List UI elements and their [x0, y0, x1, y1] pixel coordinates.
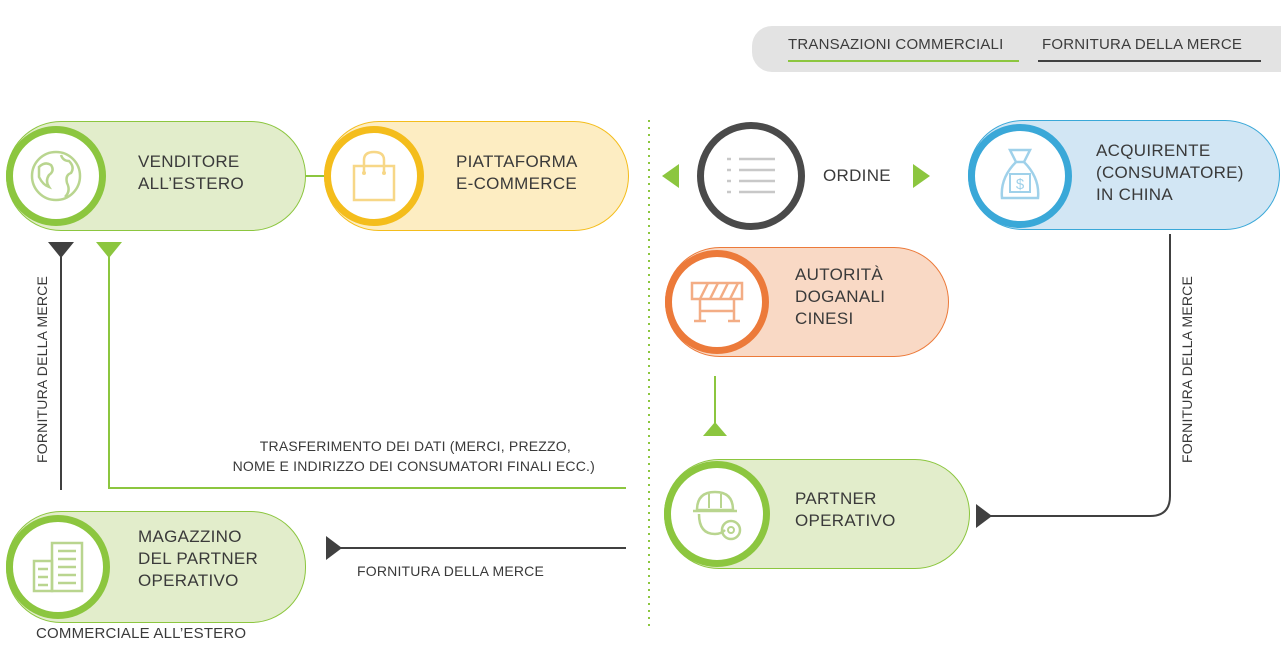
svg-text:$: $ [1016, 176, 1025, 193]
customs-line1: AUTORITÀ [795, 265, 884, 284]
warehouse-line2: DEL PARTNER [138, 549, 259, 568]
platform-line2: E-COMMERCE [456, 174, 578, 193]
buyer-label: ACQUIRENTE (CONSUMATORE) IN CHINA [1096, 140, 1244, 206]
data-transfer-arrowhead [96, 242, 122, 258]
customs-circle [665, 250, 769, 354]
worker-helmet-icon [693, 490, 742, 541]
customs-partner-arrowhead [703, 422, 727, 436]
building-icon [32, 541, 84, 593]
warehouse-circle [6, 515, 110, 619]
partner-line2: OPERATIVO [795, 511, 896, 530]
buyer-line3: IN CHINA [1096, 185, 1174, 204]
seller-line1: VENDITORE [138, 152, 240, 171]
legend-commercial-transactions: TRANSAZIONI COMMERCIALI [788, 36, 1004, 53]
data-transfer-line [108, 252, 626, 489]
right-supply-line [986, 234, 1171, 517]
platform-line1: PIATTAFORMA [456, 152, 578, 171]
buyer-line1: ACQUIRENTE [1096, 141, 1211, 160]
data-transfer-line2: NOME E INDIRIZZO DEI CONSUMATORI FINALI … [232, 458, 595, 474]
data-transfer-line1: TRASFERIMENTO DEI DATI (MERCI, PREZZO, [259, 438, 571, 454]
legend: TRANSAZIONI COMMERCIALI FORNITURA DELLA … [752, 26, 1281, 72]
warehouse-line1: MAGAZZINO [138, 527, 242, 546]
barrier-icon [690, 281, 744, 323]
order-circle [697, 122, 805, 230]
supply-right-label: FORNITURA DELLA MERCE [1179, 275, 1195, 463]
supply-bottom-label: FORNITURA DELLA MERCE [357, 563, 545, 579]
seller-label: VENDITORE ALL’ESTERO [138, 151, 244, 195]
seller-circle [6, 126, 106, 226]
platform-circle [324, 126, 424, 226]
warehouse-caption: COMMERCIALE ALL’ESTERO [36, 625, 247, 642]
legend-goods-supply: FORNITURA DELLA MERCE [1042, 36, 1243, 53]
order-label: ORDINE [823, 166, 891, 185]
warehouse-label: MAGAZZINO DEL PARTNER OPERATIVO [138, 526, 258, 592]
buyer-line2: (CONSUMATORE) [1096, 163, 1244, 182]
legend-green-line [788, 60, 1019, 62]
bottom-supply-arrowhead [326, 536, 342, 560]
platform-label: PIATTAFORMA E-COMMERCE [456, 151, 578, 195]
shopping-bag-icon [352, 150, 396, 202]
order-arrow-right [913, 164, 930, 188]
globe-icon [30, 150, 82, 202]
partner-label: PARTNER OPERATIVO [795, 488, 896, 532]
partner-line1: PARTNER [795, 489, 877, 508]
warehouse-line3: OPERATIVO [138, 571, 239, 590]
legend-dark-line [1038, 60, 1261, 62]
supply-left-label: FORNITURA DELLA MERCE [34, 275, 50, 463]
order-arrow-left [662, 164, 679, 188]
partner-circle [664, 461, 770, 567]
data-transfer-label: TRASFERIMENTO DEI DATI (MERCI, PREZZO, N… [150, 436, 595, 476]
customs-line3: CINESI [795, 309, 854, 328]
customs-label: AUTORITÀ DOGANALI CINESI [795, 264, 885, 330]
left-supply-arrowhead [48, 242, 74, 258]
list-icon [727, 157, 775, 194]
customs-line2: DOGANALI [795, 287, 886, 306]
money-bag-icon: $ [1000, 148, 1040, 200]
buyer-circle: $ [968, 124, 1072, 228]
seller-line2: ALL’ESTERO [138, 174, 244, 193]
right-supply-arrowhead [976, 504, 992, 528]
